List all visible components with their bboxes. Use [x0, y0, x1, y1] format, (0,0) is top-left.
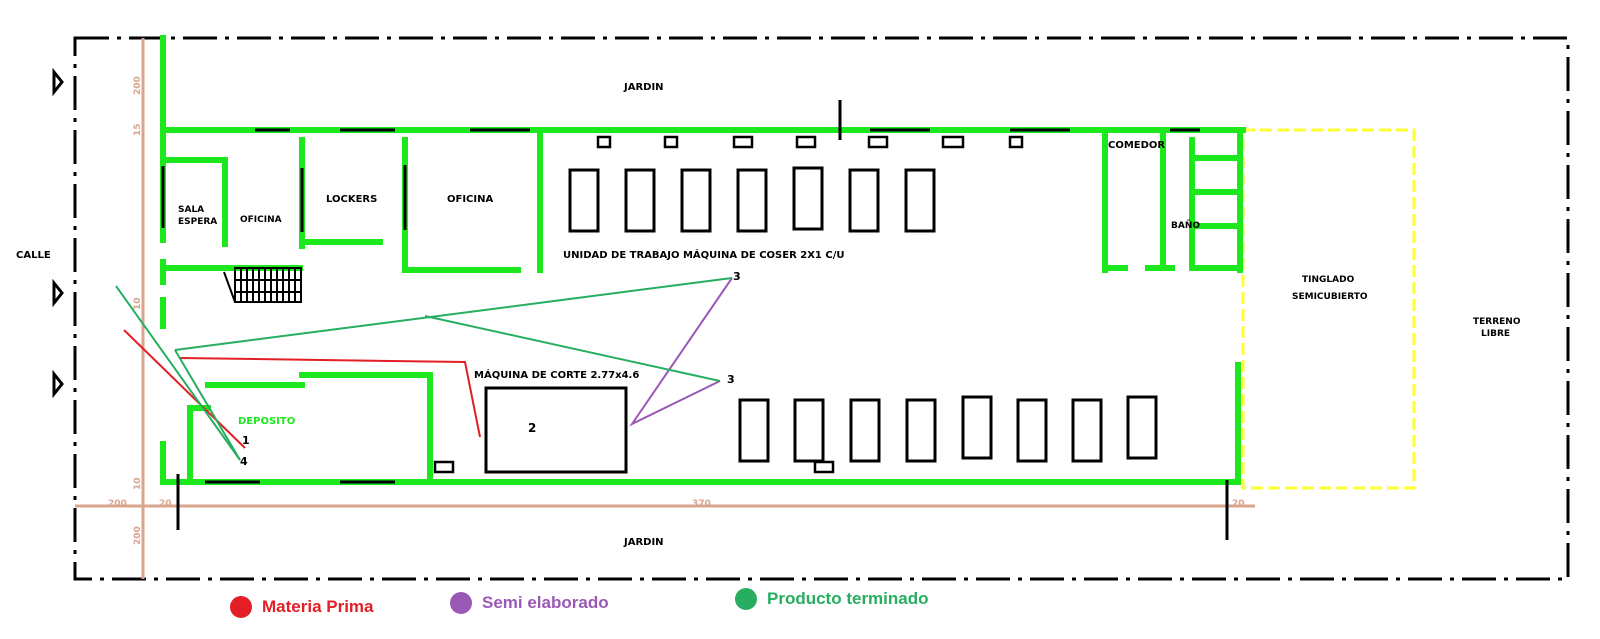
legend-label-semi-elaborado: Semi elaborado	[482, 593, 609, 612]
legend-label-materia-prima: Materia Prima	[262, 597, 374, 616]
dimension-370: 370	[692, 499, 711, 509]
dimension-200-left: 200	[108, 499, 127, 509]
label-oficina-1: OFICINA	[240, 215, 282, 225]
legend-item-producto-terminado: Producto terminado	[735, 588, 929, 610]
label-tinglado-1: TINGLADO	[1302, 275, 1355, 285]
label-deposito: DEPOSITO	[238, 416, 295, 427]
materia-prima-dot-icon	[230, 596, 252, 618]
label-terreno-1: TERRENO	[1473, 317, 1521, 327]
entry-markers	[52, 67, 64, 399]
dimension-20-left: 20	[159, 499, 172, 509]
dimension-15: 15	[133, 123, 143, 136]
label-oficina-2: OFICINA	[447, 194, 493, 205]
label-tinglado-2: SEMICUBIERTO	[1292, 292, 1368, 302]
point-2: 2	[528, 421, 536, 435]
semi-elaborado-dot-icon	[450, 592, 472, 614]
dimension-10-left: 10	[133, 477, 143, 490]
tinglado-area	[1241, 128, 1416, 490]
label-calle: CALLE	[16, 250, 51, 261]
legend-item-materia-prima: Materia Prima	[230, 596, 374, 618]
property-boundary	[73, 36, 1570, 581]
label-jardin-bottom: JARDIN	[623, 537, 664, 548]
producto-terminado-dot-icon	[735, 588, 757, 610]
wall-windows	[161, 128, 1200, 484]
point-3-top: 3	[733, 270, 741, 283]
point-1: 1	[242, 434, 250, 447]
flow-semi-elaborado	[629, 277, 733, 427]
label-sala-1: SALA	[178, 205, 204, 215]
legend-item-semi-elaborado: Semi elaborado	[450, 592, 609, 614]
dimension-10-bottom: 10	[133, 297, 143, 310]
flow-producto-terminado	[115, 277, 733, 461]
flow-materia-prima	[123, 329, 481, 449]
legend: Materia Prima Semi elaborado Producto te…	[0, 588, 1600, 628]
floor-plan: JARDIN JARDIN CALLE SALA ESPERA OFICINA …	[16, 35, 1570, 581]
staircase	[223, 267, 302, 303]
label-terreno-2: LIBRE	[1481, 329, 1510, 339]
label-unidad: UNIDAD DE TRABAJO MÁQUINA DE COSER 2X1 C…	[563, 248, 844, 261]
label-bano: BAÑO	[1171, 220, 1200, 231]
point-4: 4	[240, 455, 248, 468]
workstations-bottom	[738, 395, 1158, 463]
legend-label-producto-terminado: Producto terminado	[767, 589, 929, 608]
posts	[176, 100, 1229, 540]
dimension-200-top: 200	[133, 76, 143, 95]
label-lockers: LOCKERS	[326, 194, 377, 205]
dimension-20-right: 20	[1232, 499, 1245, 509]
dimension-200-bottom: 200	[133, 526, 143, 545]
workstations-top	[568, 166, 936, 233]
cutting-machine	[484, 386, 628, 474]
label-comedor: COMEDOR	[1108, 140, 1165, 151]
label-maquina-corte: MÁQUINA DE CORTE 2.77x4.6	[474, 368, 639, 381]
point-3-bottom: 3	[727, 373, 735, 386]
label-sala-2: ESPERA	[178, 217, 217, 227]
wall-fixtures	[433, 135, 1024, 474]
label-jardin-top: JARDIN	[623, 82, 664, 93]
